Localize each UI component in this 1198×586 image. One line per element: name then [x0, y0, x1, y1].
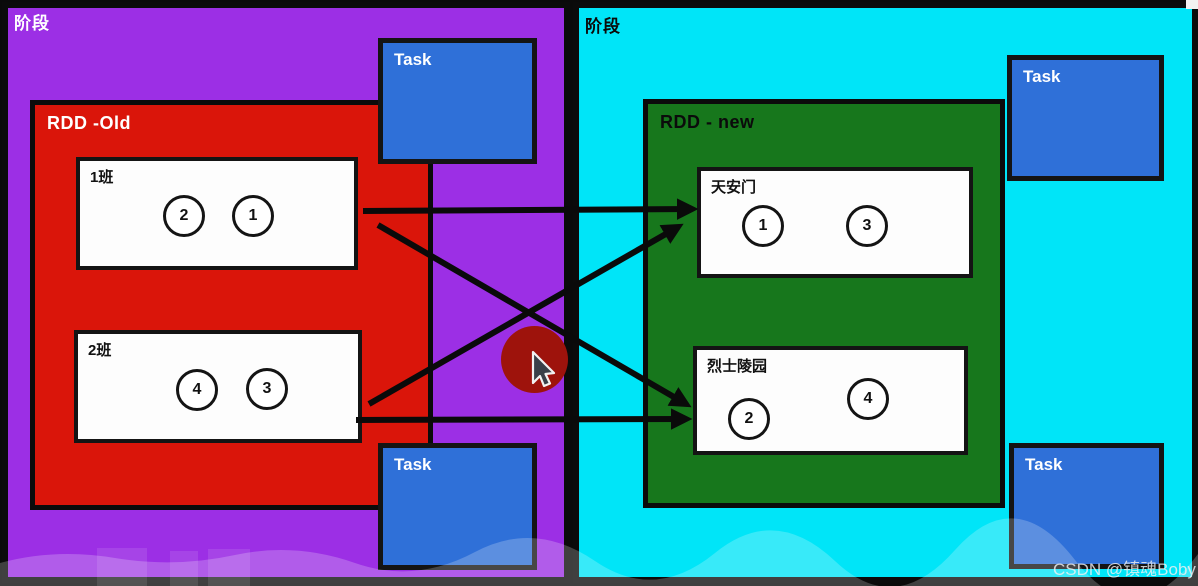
partition-class1-label: 1班	[90, 169, 114, 186]
task-label: Task	[1023, 67, 1061, 86]
right-stage-label: 阶段	[585, 17, 621, 36]
task-label: Task	[394, 50, 432, 69]
partition-cemetery-label: 烈士陵园	[707, 358, 768, 375]
data-item-circle: 1	[742, 205, 784, 247]
partition-class2-label: 2班	[88, 342, 112, 359]
task-box-right-top: Task	[1007, 55, 1164, 181]
task-box-left-bottom: Task	[378, 443, 537, 570]
data-item-circle: 2	[728, 398, 770, 440]
partition-cemetery: 烈士陵园 2 4	[693, 346, 968, 455]
data-item-circle: 3	[246, 368, 288, 410]
partition-tiananmen: 天安门 1 3	[697, 167, 973, 278]
rdd-old-title: RDD -Old	[47, 113, 131, 133]
task-box-left-top: Task	[378, 38, 537, 164]
rdd-new-title: RDD - new	[660, 112, 755, 132]
data-item-circle: 2	[163, 195, 205, 237]
data-item-circle: 1	[232, 195, 274, 237]
left-stage-label: 阶段	[14, 14, 50, 33]
task-label: Task	[1025, 455, 1063, 474]
data-item-circle: 4	[176, 369, 218, 411]
partition-class1: 1班 2 1	[76, 157, 358, 270]
data-item-circle: 4	[847, 378, 889, 420]
task-box-right-bottom: Task	[1009, 443, 1164, 569]
mouse-click-highlight	[501, 326, 568, 393]
video-frame-notch	[1186, 0, 1198, 9]
task-label: Task	[394, 455, 432, 474]
csdn-watermark: CSDN @镇魂Boby	[1053, 560, 1196, 579]
partition-tiananmen-label: 天安门	[711, 179, 757, 196]
partition-class2: 2班 4 3	[74, 330, 362, 443]
data-item-circle: 3	[846, 205, 888, 247]
